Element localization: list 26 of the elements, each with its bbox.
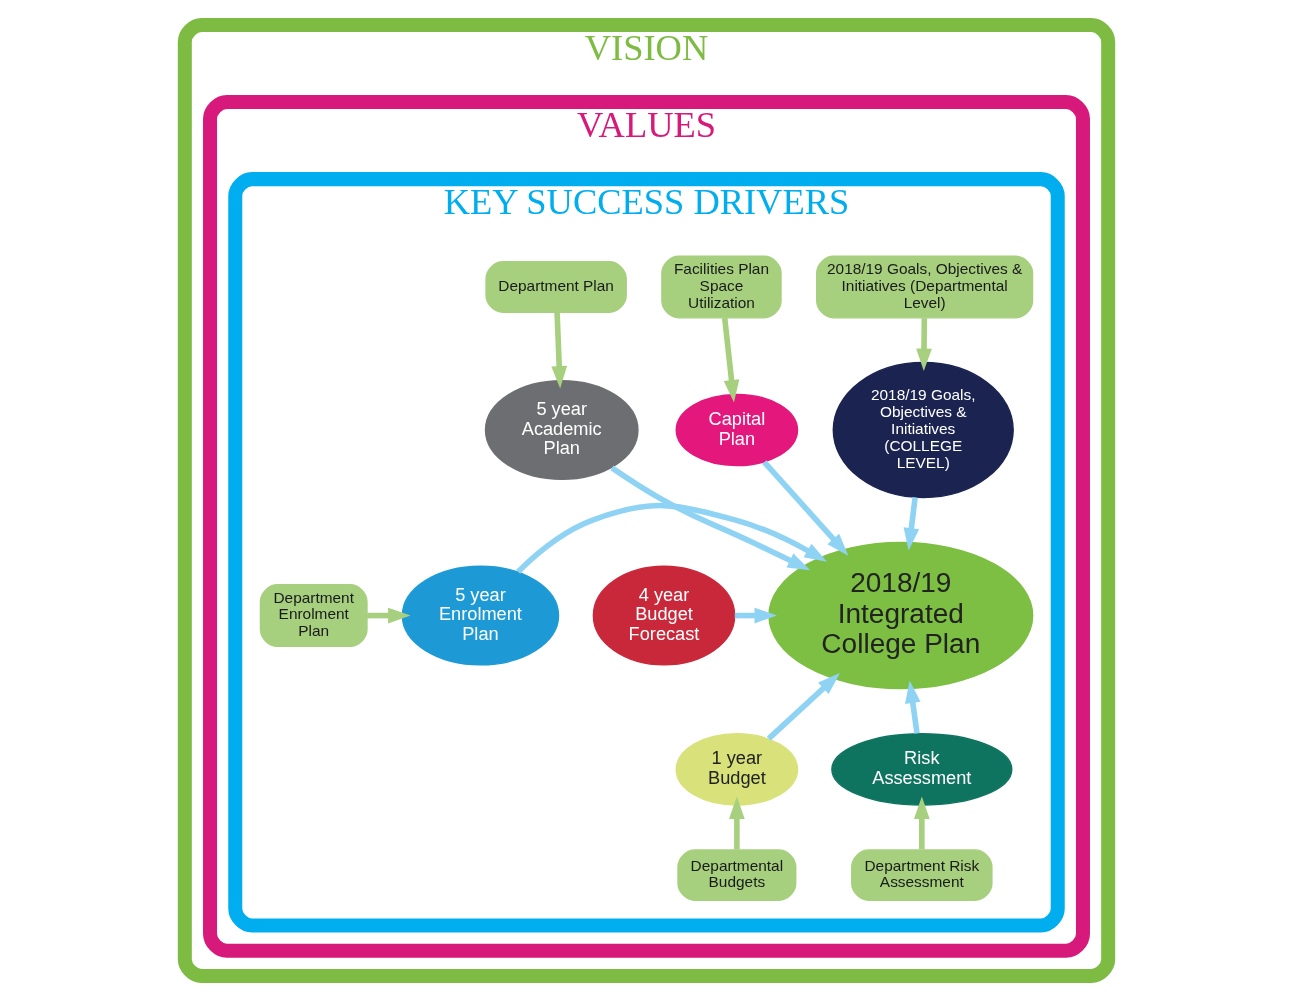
arrow: [550, 312, 567, 389]
node-ellipse: 5 year Enrolment Plan: [401, 565, 559, 666]
node-ellipse: Capital Plan: [675, 393, 798, 467]
node-ellipse: 5 year Academic Plan: [484, 380, 639, 481]
arrow: [915, 318, 932, 372]
node-box: Departmental Budgets: [676, 849, 796, 902]
arrow: [766, 673, 840, 741]
arrow: [609, 465, 810, 571]
arrow: [515, 502, 827, 574]
node-box: 2018/19 Goals, Objectives & Initiatives (Departmental Level): [815, 255, 1033, 319]
arrow: [734, 607, 777, 624]
arrow: [366, 607, 411, 624]
arrow: [903, 497, 919, 551]
node-box: Department Risk Assessment: [850, 849, 993, 902]
node-box: Facilities Plan Space Utilization: [660, 255, 782, 319]
node-ellipse: Risk Assessment: [830, 733, 1012, 806]
arrow: [721, 317, 739, 403]
node-box: Department Plan: [484, 261, 627, 313]
node-ellipse: 1 year Budget: [675, 733, 798, 806]
arrow: [904, 680, 921, 734]
node-ellipse: 4 year Budget Forecast: [592, 565, 735, 666]
arrow: [728, 796, 745, 850]
arrow: [761, 460, 848, 556]
arrow: [913, 796, 930, 850]
node-ellipse: 2018/19 Goals, Objectives & Initiatives (COLLEGE LEVEL): [832, 361, 1014, 499]
node-box: Department Enrolment Plan: [259, 584, 368, 648]
